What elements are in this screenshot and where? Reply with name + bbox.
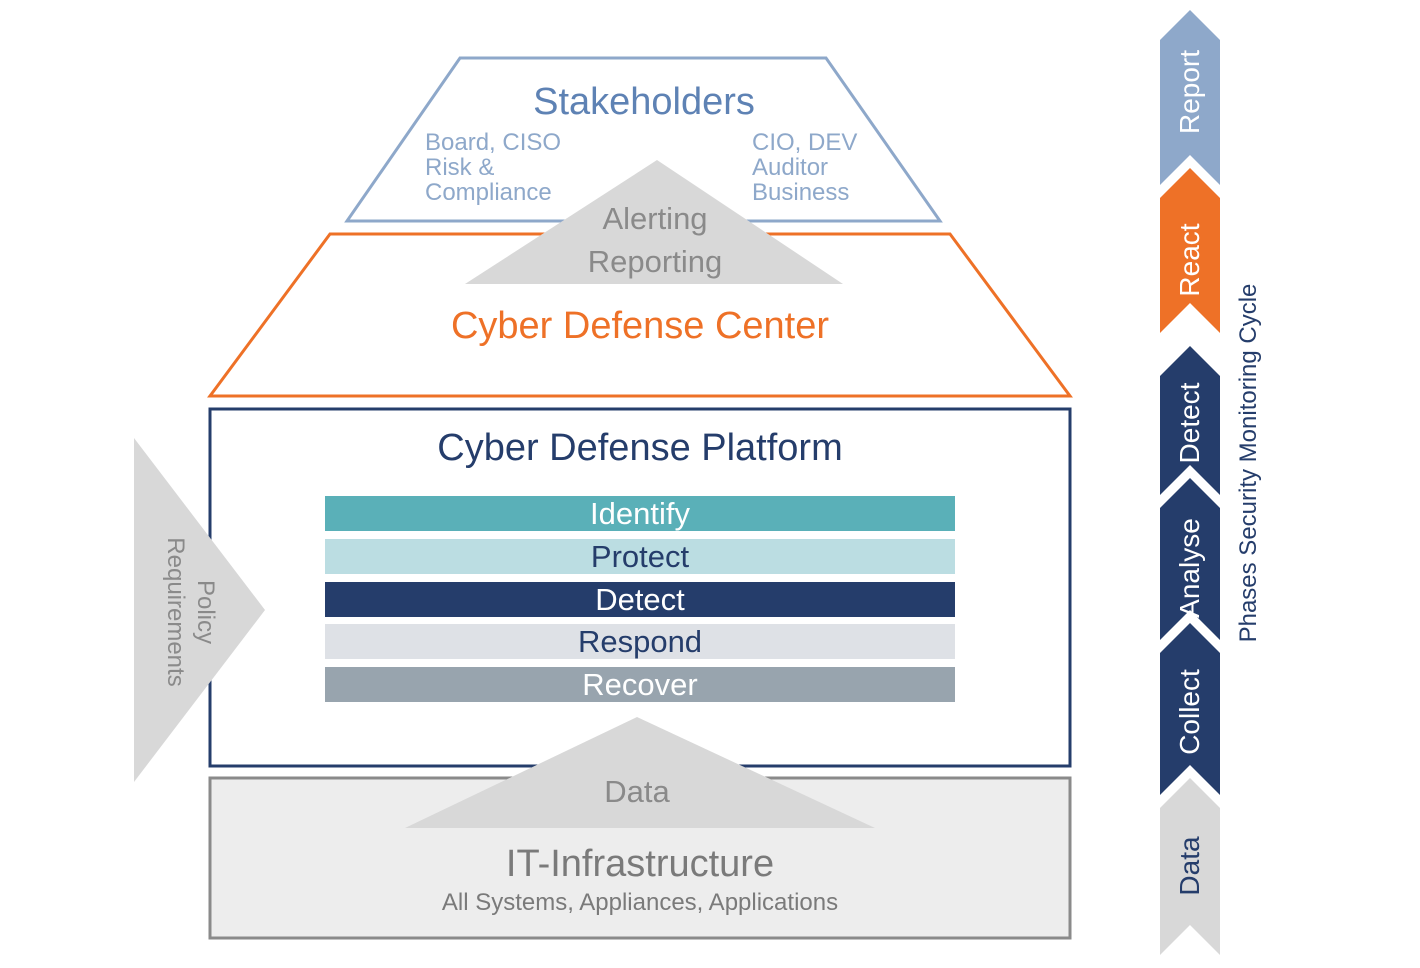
band-detect-label: Detect (595, 582, 685, 617)
band-protect (325, 539, 955, 574)
reporting-label: Reporting (588, 244, 722, 279)
data-arrow (405, 717, 875, 828)
stakeholders-right-line-2: Auditor (752, 154, 828, 181)
it-infrastructure-subtitle: All Systems, Appliances, Applications (442, 889, 838, 916)
stakeholders-right-line-1: CIO, DEV (752, 129, 857, 156)
phase-collect-label: Collect (1174, 669, 1205, 755)
stakeholders-right-line-3: Business (752, 179, 849, 206)
phase-react-chevron (1160, 168, 1220, 333)
requirements-label: Requirements (162, 537, 189, 686)
phase-chevrons: Report React Detect Analyse Collect Data (1160, 10, 1220, 955)
alerting-reporting-arrow (465, 160, 843, 284)
band-protect-label: Protect (591, 539, 690, 574)
band-respond-label: Respond (578, 624, 702, 659)
band-identify (325, 496, 955, 531)
stakeholders-left-line-3: Compliance (425, 179, 552, 206)
phases-cycle-label: Phases Security Monitoring Cycle (1235, 284, 1262, 643)
band-recover (325, 667, 955, 702)
alerting-label: Alerting (602, 201, 707, 236)
phase-analyse-label: Analyse (1174, 518, 1205, 618)
stakeholders-left-line-2: Risk & (425, 154, 494, 181)
phase-analyse-chevron (1160, 478, 1220, 640)
phase-detect-chevron (1160, 346, 1220, 495)
stakeholders-left-line-1: Board, CISO (425, 129, 561, 156)
phase-react-label: React (1174, 223, 1205, 296)
phase-collect-chevron (1160, 623, 1220, 795)
band-detect (325, 582, 955, 617)
phase-report-label: Report (1174, 50, 1205, 134)
phase-data-chevron (1160, 778, 1220, 955)
it-infrastructure-title: IT-Infrastructure (506, 843, 774, 885)
data-arrow-label: Data (604, 774, 670, 809)
policy-label: Policy (192, 580, 219, 644)
cyber-defense-center-title: Cyber Defense Center (451, 305, 829, 347)
stakeholders-title: Stakeholders (533, 81, 755, 123)
phase-data-label: Data (1174, 836, 1205, 896)
stakeholders-trapezoid (344, 56, 943, 223)
function-bands: Identify Protect Detect Respond Recover (325, 496, 955, 702)
phase-detect-label: Detect (1174, 382, 1205, 463)
band-identify-label: Identify (590, 496, 690, 531)
band-respond (325, 624, 955, 659)
band-recover-label: Recover (582, 667, 697, 702)
phase-report-chevron (1160, 10, 1220, 185)
cyber-defense-platform-title: Cyber Defense Platform (437, 427, 843, 469)
policy-requirements-arrow (134, 438, 265, 782)
